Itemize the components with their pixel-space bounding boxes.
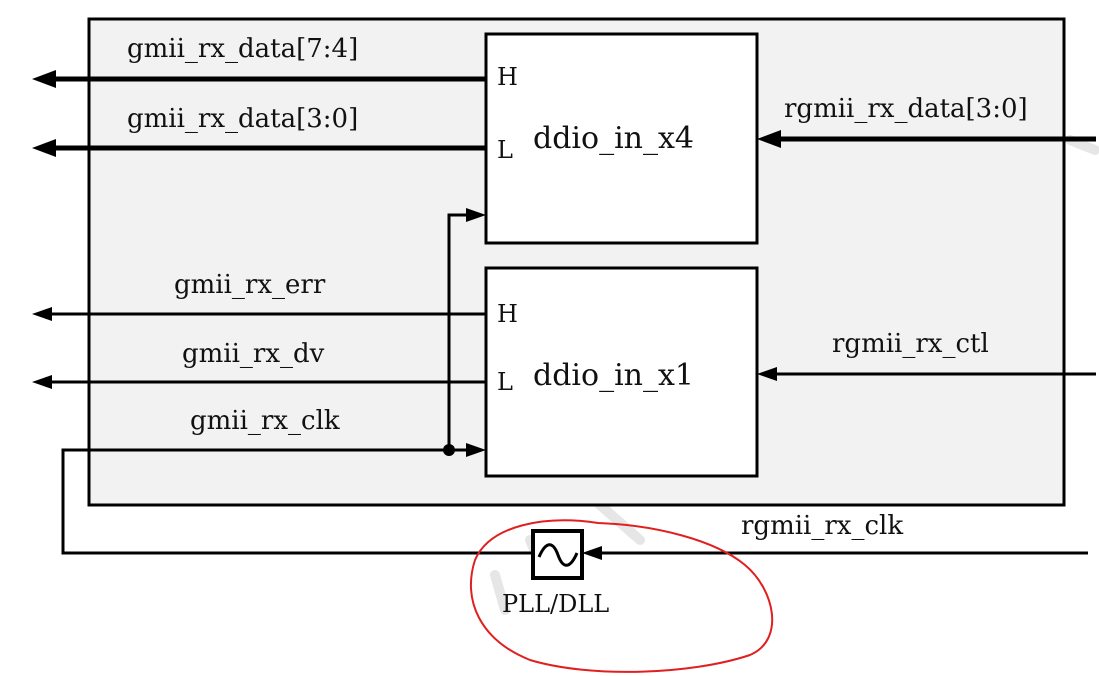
block-ddio-in-x4-label: ddio_in_x4	[533, 121, 694, 156]
pin-x1-h: H	[497, 300, 518, 328]
label-rgmii-rx-ctl: rgmii_rx_ctl	[832, 329, 989, 359]
arrow-left-icon	[32, 70, 56, 88]
block-ddio-in-x1: ddio_in_x1 H L	[484, 266, 759, 478]
sine-wave-icon	[537, 543, 579, 567]
label-rgmii-rx-clk: rgmii_rx_clk	[741, 511, 903, 541]
pll-dll-block: PLL/DLL	[502, 529, 609, 618]
signal-rgmii-rx-data: rgmii_rx_data[3:0]	[757, 94, 1096, 148]
block-ddio-in-x4: ddio_in_x4 H L	[484, 32, 759, 245]
label-gmii-rx-data-lo: gmii_rx_data[3:0]	[127, 104, 358, 134]
signal-rgmii-rx-ctl: rgmii_rx_ctl	[757, 329, 1096, 381]
signal-gmii-rx-data-lo: gmii_rx_data[3:0]	[32, 104, 486, 157]
pin-x1-l: L	[497, 368, 513, 396]
arrow-left-icon	[32, 139, 56, 157]
arrow-left-icon	[757, 367, 777, 381]
signal-gmii-rx-clk: gmii_rx_clk	[61, 208, 533, 555]
label-gmii-rx-data-hi: gmii_rx_data[7:4]	[127, 34, 358, 64]
signal-gmii-rx-dv: gmii_rx_dv	[32, 339, 486, 389]
signal-rgmii-rx-clk: rgmii_rx_clk	[582, 511, 1088, 560]
arrow-left-icon	[757, 130, 781, 148]
pin-x4-h: H	[497, 63, 518, 91]
junction-dot	[443, 444, 455, 456]
label-gmii-rx-clk: gmii_rx_clk	[190, 406, 340, 436]
label-gmii-rx-err: gmii_rx_err	[174, 270, 326, 300]
arrow-left-icon	[582, 546, 602, 560]
label-rgmii-rx-data: rgmii_rx_data[3:0]	[784, 94, 1028, 124]
block-ddio-in-x1-label: ddio_in_x1	[533, 358, 694, 393]
pin-x4-l: L	[497, 136, 513, 164]
arrow-left-icon	[32, 307, 52, 321]
annotation-circle	[470, 519, 774, 673]
arrow-right-icon	[466, 208, 486, 222]
label-gmii-rx-dv: gmii_rx_dv	[182, 339, 325, 369]
signal-gmii-rx-data-hi: gmii_rx_data[7:4]	[32, 34, 486, 88]
arrow-right-icon	[466, 443, 486, 457]
arrow-left-icon	[32, 375, 52, 389]
signal-gmii-rx-err: gmii_rx_err	[32, 270, 486, 321]
pll-dll-label: PLL/DLL	[502, 590, 609, 618]
